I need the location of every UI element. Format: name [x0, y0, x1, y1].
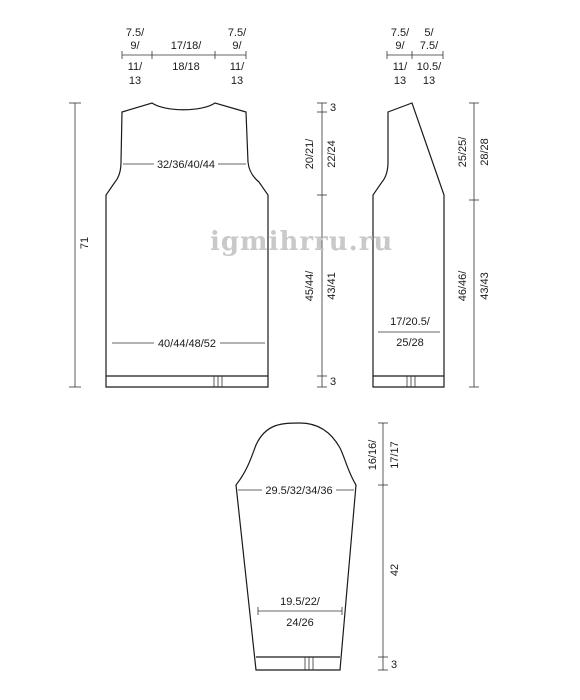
back-shoulder-right-label-1: 7.5/	[228, 27, 247, 39]
front-hem-label-1: 17/20.5/	[390, 316, 431, 328]
front-body-label-2: 43/43	[479, 272, 491, 300]
sleeve-rib-label: 3	[391, 659, 397, 671]
sleeve-upper-width-label: 29.5/32/34/36	[265, 485, 332, 497]
back-neck-label-2: 18/18	[172, 61, 200, 73]
front-shoulder-label-1: 7.5/	[391, 27, 410, 39]
back-body-label-1: 45/44/	[304, 270, 316, 302]
front-neck-depth-label-2: 28/28	[479, 138, 491, 166]
sleeve-cuff-label-1: 19.5/22/	[280, 596, 321, 608]
front-neck-label-1: 5/	[424, 27, 434, 39]
watermark-text: igmihrru.ru	[210, 227, 393, 257]
front-body-label-1: 46/46/	[457, 270, 469, 302]
back-shoulder-left-label-4: 13	[129, 75, 141, 87]
sleeve-outline	[235, 422, 357, 671]
front-neck-label-4: 13	[423, 75, 435, 87]
sleeve-cap-label-2: 17/17	[389, 441, 401, 469]
sleeve-piece: 29.5/32/34/36 19.5/22/ 24/26 16/16/ 17/1…	[235, 422, 401, 671]
front-neck-depth-label-1: 25/25/	[457, 136, 469, 168]
back-shoulder-slope-label: 3	[330, 102, 336, 114]
back-piece: 7.5/ 9/ 11/ 13 17/18/ 18/18 7.5/ 9/ 11/ …	[69, 27, 338, 388]
back-total-height-label: 71	[79, 237, 91, 249]
back-shoulder-right-label-2: 9/	[232, 40, 242, 52]
back-armhole-label-1: 20/21/	[304, 138, 316, 170]
sleeve-length-label: 42	[389, 564, 401, 576]
front-shoulder-label-4: 13	[394, 75, 406, 87]
back-shoulder-left-label-3: 11/	[128, 61, 143, 73]
back-shoulder-left-label-2: 9/	[130, 40, 140, 52]
back-shoulder-right-label-4: 13	[231, 75, 243, 87]
back-rib-label: 3	[330, 376, 336, 388]
front-neck-label-2: 7.5/	[420, 40, 439, 52]
back-outline	[105, 102, 269, 388]
back-shoulder-left-label-1: 7.5/	[126, 27, 145, 39]
front-piece: 7.5/ 9/ 11/ 13 5/ 7.5/ 10.5/ 13 17/20.5/…	[372, 27, 491, 388]
back-shoulder-right-label-3: 11/	[230, 61, 245, 73]
sleeve-cap-label-1: 16/16/	[367, 439, 379, 471]
front-shoulder-label-3: 11/	[393, 61, 408, 73]
back-chest-width-label: 32/36/40/44	[157, 159, 215, 171]
back-neck-label-1: 17/18/	[171, 40, 203, 52]
back-hem-width-label: 40/44/48/52	[158, 338, 216, 350]
front-hem-label-2: 25/28	[396, 337, 424, 349]
front-neck-label-3: 10.5/	[417, 61, 442, 73]
sleeve-cuff-label-2: 24/26	[286, 617, 314, 629]
back-body-label-2: 43/41	[326, 272, 338, 300]
front-outline	[372, 102, 445, 388]
front-shoulder-label-2: 9/	[395, 40, 405, 52]
back-armhole-label-2: 22/24	[326, 140, 338, 168]
